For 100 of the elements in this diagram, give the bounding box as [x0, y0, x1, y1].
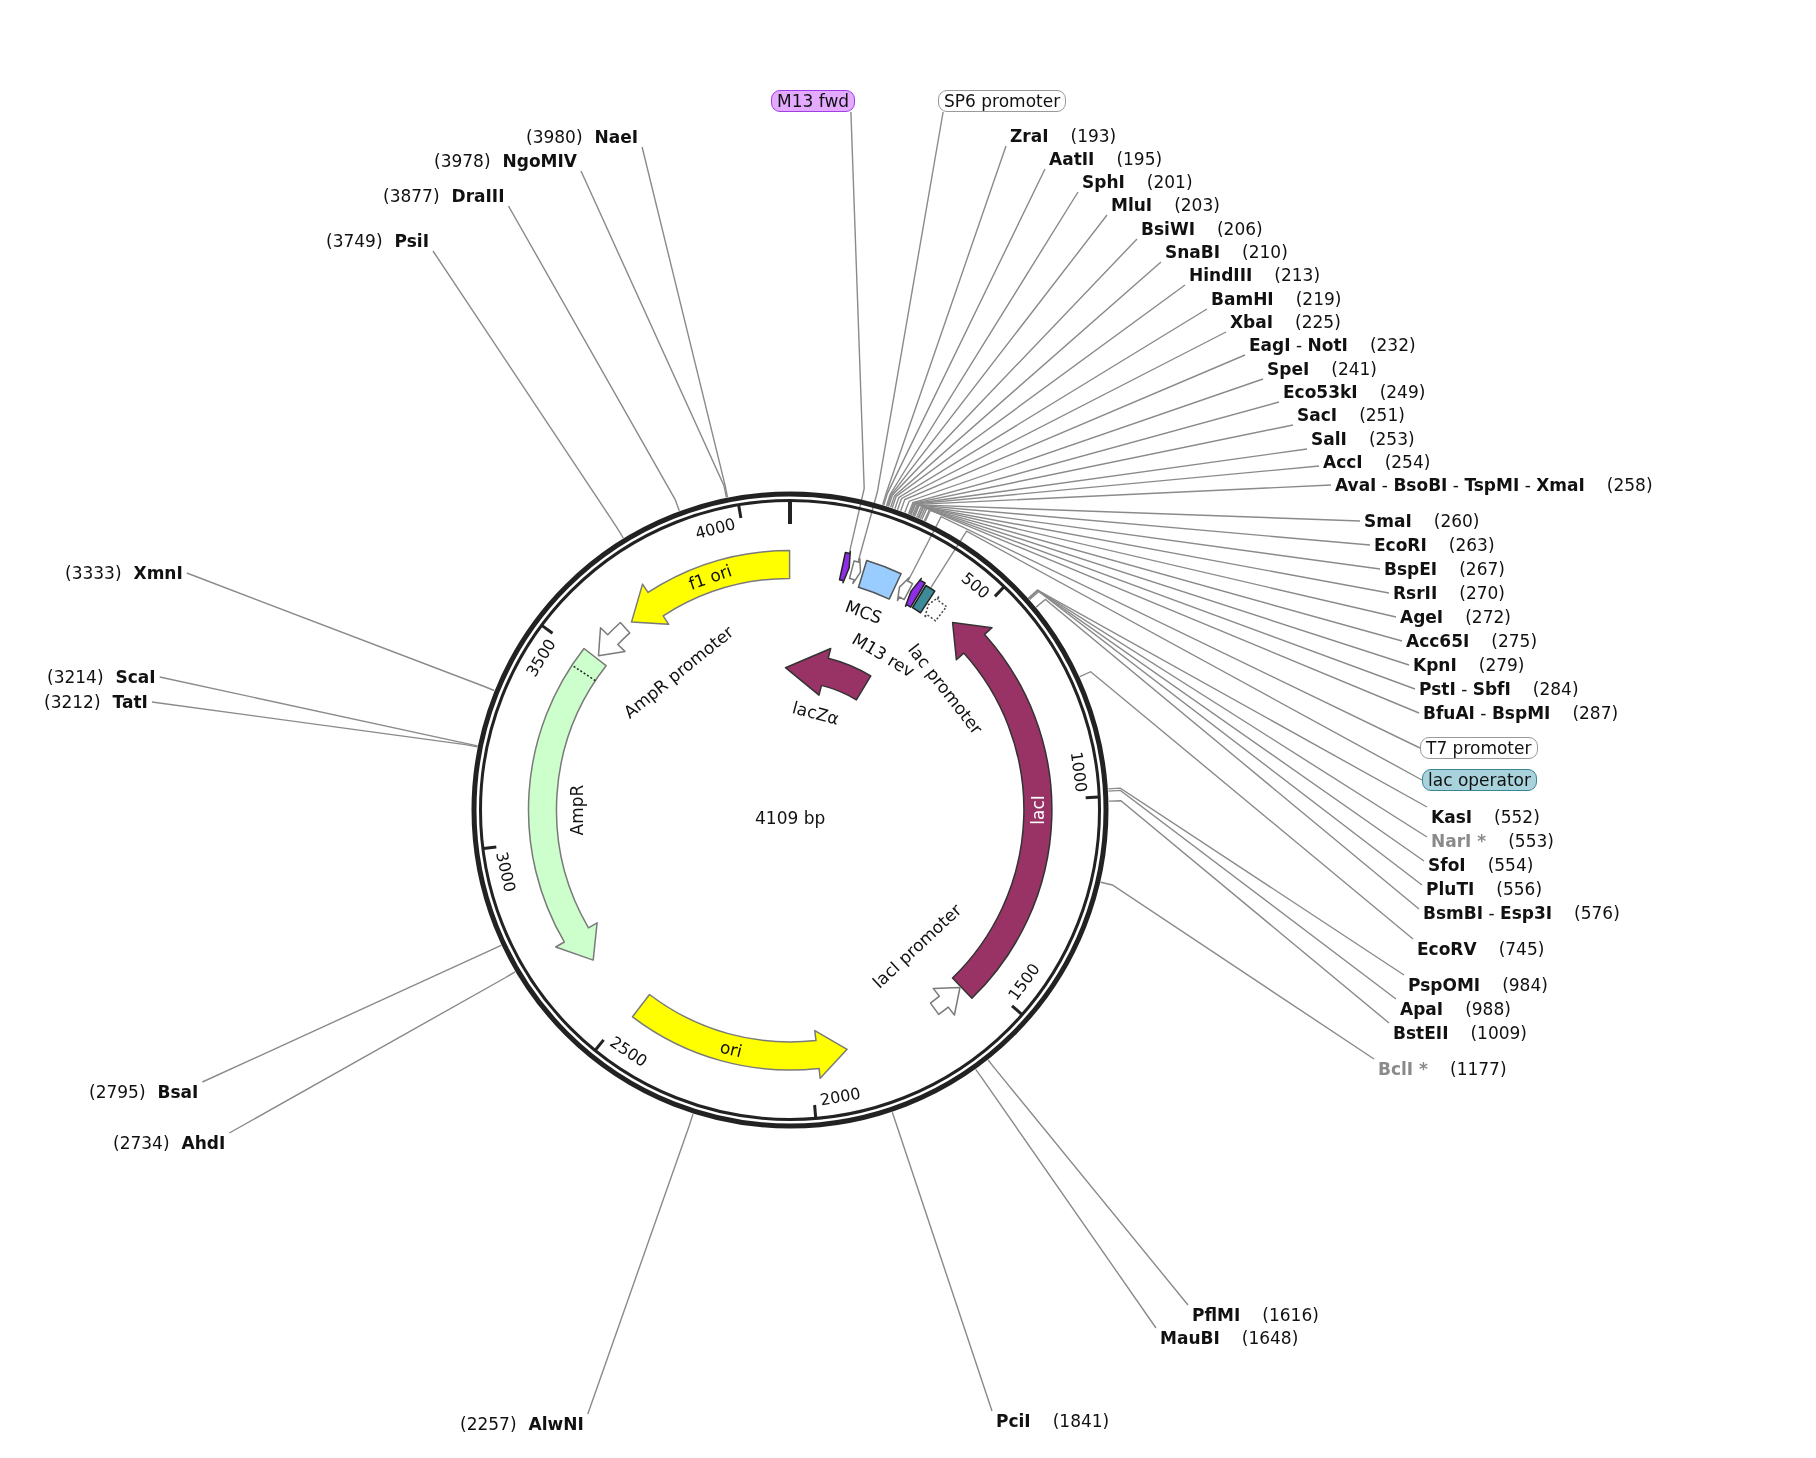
- enzyme-name: DraIII: [451, 186, 505, 206]
- enzyme-name: BamHI: [1211, 289, 1274, 309]
- site-position: (270): [1459, 583, 1505, 603]
- site-position: (556): [1496, 879, 1543, 899]
- enzyme-name: RsrII: [1393, 583, 1438, 603]
- leader-line: [201, 944, 502, 1083]
- site-position: (210): [1242, 242, 1288, 262]
- enzyme-name: KasI: [1431, 807, 1473, 827]
- leader-line: [917, 506, 1390, 594]
- leader-line: [896, 331, 1227, 511]
- feature-label: lacZα: [790, 697, 842, 730]
- site-position: (554): [1487, 855, 1534, 875]
- site-position: (260): [1433, 511, 1480, 531]
- leader-line: [908, 424, 1294, 515]
- enzyme-name: AatII: [1049, 149, 1095, 169]
- enzyme-name: MauBI: [1160, 1328, 1220, 1348]
- site-position: (3877): [383, 186, 440, 206]
- leader-line: [507, 205, 680, 512]
- site-position: (267): [1459, 559, 1505, 579]
- enzyme-name: AvaI - BsoBI - TspMI - XmaI: [1335, 475, 1585, 495]
- leader-line: [919, 507, 1403, 642]
- site-position: (203): [1174, 195, 1220, 215]
- site-position: (553): [1508, 831, 1554, 851]
- enzyme-name: ApaI: [1400, 999, 1444, 1019]
- enzyme-name: EagI - NotI: [1249, 335, 1348, 355]
- site-position: (272): [1465, 607, 1511, 627]
- enzyme-name: AhdI: [181, 1133, 226, 1153]
- leader-line: [885, 191, 1079, 507]
- enzyme-name: NarI *: [1431, 831, 1487, 851]
- site-position: (287): [1572, 703, 1619, 723]
- plasmid-size-label: 4109 bp: [755, 808, 826, 828]
- enzyme-name: AccI: [1323, 452, 1363, 472]
- leader-line: [916, 505, 1381, 570]
- leader-line: [907, 515, 1421, 749]
- enzyme-name: EcoRV: [1417, 939, 1477, 959]
- enzyme-name: BsaI: [157, 1082, 199, 1102]
- leader-line: [907, 401, 1280, 515]
- enzyme-name: NaeI: [594, 127, 639, 147]
- site-position: (1009): [1470, 1023, 1527, 1043]
- site-position: (3212): [44, 692, 101, 712]
- enzyme-name: NgoMIV: [502, 151, 577, 171]
- leader-line: [432, 250, 624, 539]
- leader-line: [987, 1059, 1189, 1306]
- leader-line: [921, 507, 1410, 666]
- leader-line: [911, 484, 1332, 517]
- enzyme-name: SnaBI: [1165, 242, 1221, 262]
- site-position: (195): [1116, 149, 1163, 169]
- site-position: (213): [1274, 265, 1321, 285]
- leader-line: [159, 676, 479, 747]
- site-position: (275): [1491, 631, 1537, 651]
- enzyme-name: BfuAI - BspMI: [1423, 703, 1551, 723]
- scale-label: 1000: [1065, 750, 1091, 793]
- feature-tag: lac operator: [1422, 769, 1537, 791]
- enzyme-name: XbaI: [1230, 312, 1274, 332]
- site-position: (258): [1606, 475, 1653, 495]
- site-position: (201): [1146, 172, 1193, 192]
- leader-line: [904, 378, 1264, 514]
- leader-line: [1100, 881, 1375, 1060]
- leader-line: [910, 465, 1320, 516]
- leader-line: [912, 504, 1361, 522]
- site-position: (241): [1331, 359, 1377, 379]
- feature-label: f1 ori: [685, 560, 735, 595]
- leader-line: [975, 1068, 1157, 1329]
- enzyme-name: BstEII: [1393, 1023, 1449, 1043]
- leader-line: [918, 506, 1397, 618]
- site-position: (279): [1478, 655, 1525, 675]
- enzyme-name: SmaI: [1364, 511, 1412, 531]
- enzyme-name: SpeI: [1267, 359, 1310, 379]
- leader-line: [1079, 670, 1414, 940]
- site-position: (988): [1465, 999, 1511, 1019]
- leader-line: [891, 284, 1186, 509]
- leader-line: [883, 168, 1046, 506]
- site-position: (3214): [47, 667, 104, 687]
- leader-line: [890, 261, 1162, 508]
- enzyme-name: BsiWI: [1141, 219, 1195, 239]
- enzyme-name: SphI: [1082, 172, 1125, 192]
- enzyme-name: XmnI: [133, 563, 183, 583]
- enzyme-name: HindIII: [1189, 265, 1253, 285]
- feature-label: lacI: [1027, 795, 1048, 825]
- scale-label: 3000: [491, 850, 520, 895]
- leader-line: [580, 170, 728, 499]
- site-position: (3333): [65, 563, 122, 583]
- leader-line: [887, 238, 1138, 508]
- enzyme-name: PsiI: [394, 231, 429, 251]
- site-position: (206): [1217, 219, 1263, 239]
- enzyme-name: AgeI: [1400, 607, 1444, 627]
- site-position: (1177): [1450, 1059, 1507, 1079]
- leader-line: [587, 1113, 694, 1415]
- feature-tag: SP6 promoter: [938, 90, 1067, 112]
- leader-line: [909, 448, 1308, 516]
- leader-line: [151, 701, 478, 748]
- site-position: (251): [1359, 405, 1405, 425]
- site-position: (232): [1369, 335, 1416, 355]
- leader-line: [849, 111, 865, 552]
- feature-label: ori: [717, 1036, 744, 1062]
- site-position: (2795): [89, 1082, 146, 1102]
- site-position: (2734): [113, 1133, 170, 1153]
- site-position: (193): [1070, 126, 1117, 146]
- site-position: (254): [1384, 452, 1431, 472]
- enzyme-name: AlwNI: [528, 1414, 584, 1434]
